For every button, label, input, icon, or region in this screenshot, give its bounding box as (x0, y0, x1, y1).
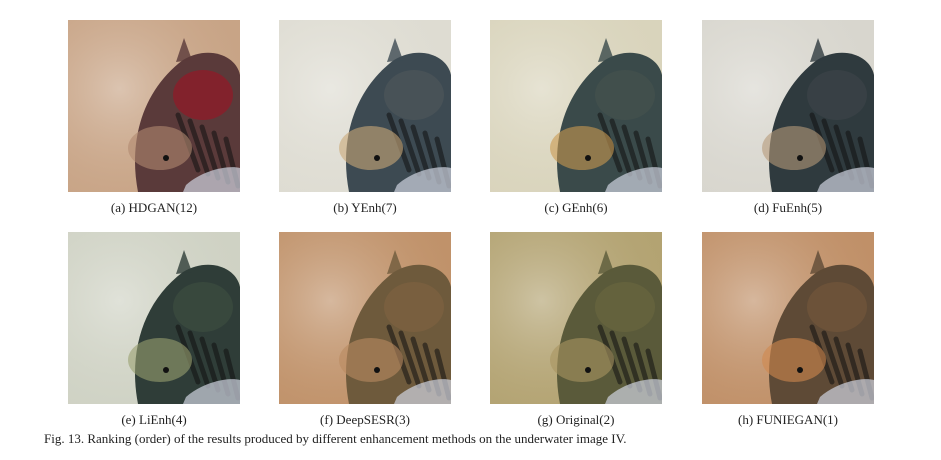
fish-stripe (398, 330, 422, 389)
fish-image-b (279, 20, 451, 192)
fish-fin (339, 126, 403, 170)
fish-image-d (702, 20, 874, 192)
fish-fin (762, 338, 826, 382)
fish-eye (797, 155, 803, 161)
fish-patch (384, 70, 444, 120)
fish-patch (173, 70, 233, 120)
fish-patch (807, 282, 867, 332)
fish-patch (807, 70, 867, 120)
panel-caption-b: (b) YEnh(7) (333, 200, 397, 215)
fish-patch (384, 282, 444, 332)
fish-stripe (821, 118, 845, 177)
fish-stripe (199, 124, 221, 181)
fish-patch (173, 282, 233, 332)
panel-caption-e: (e) LiEnh(4) (121, 412, 187, 427)
panel-caption-f: (f) DeepSESR(3) (320, 412, 410, 427)
fish-stripe (621, 124, 643, 181)
fish-stripe (410, 336, 432, 393)
fish-stripe (833, 336, 855, 393)
fish-fin (550, 126, 614, 170)
fish-fin (339, 338, 403, 382)
fish-eye (163, 155, 169, 161)
fish-fin (550, 338, 614, 382)
fish-image-a (68, 20, 240, 192)
fish-patch (595, 282, 655, 332)
fish-stripe (609, 118, 633, 177)
fish-stripe (398, 118, 422, 177)
fish-fin (128, 338, 192, 382)
fish-eye (585, 155, 591, 161)
fish-stripe (821, 330, 845, 389)
panel-caption-a: (a) HDGAN(12) (110, 200, 198, 215)
panel-caption-h: (h) FUNIEGAN(1) (737, 412, 838, 427)
fish-stripe (609, 330, 633, 389)
fish-image-g (490, 232, 662, 404)
panel-caption-g: (g) Original(2) (537, 412, 615, 427)
fish-eye (585, 367, 591, 373)
fish-stripe (187, 330, 211, 389)
fish-fin (128, 126, 192, 170)
fish-eye (163, 367, 169, 373)
fish-stripe (199, 336, 221, 393)
figure-caption: Fig. 13. Ranking (order) of the results … (44, 431, 627, 446)
fish-stripe (833, 124, 855, 181)
fish-eye (374, 155, 380, 161)
fish-image-h (702, 232, 874, 404)
fish-eye (797, 367, 803, 373)
panel-caption-c: (c) GEnh(6) (544, 200, 608, 215)
fish-image-c (490, 20, 662, 192)
fish-image-e (68, 232, 240, 404)
fish-eye (374, 367, 380, 373)
fish-stripe (621, 336, 643, 393)
fish-image-f (279, 232, 451, 404)
fish-patch (595, 70, 655, 120)
fish-fin (762, 126, 826, 170)
panel-caption-d: (d) FuEnh(5) (753, 200, 823, 215)
fish-stripe (410, 124, 432, 181)
fish-stripe (187, 118, 211, 177)
